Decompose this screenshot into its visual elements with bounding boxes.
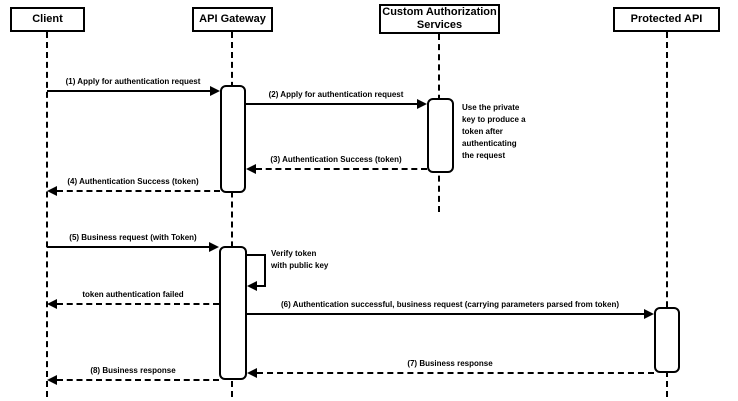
lifeline-api-gateway	[231, 32, 233, 397]
lifeline-protected-api	[666, 32, 668, 397]
participant-protected-api: Protected API	[613, 7, 720, 32]
self-message-label: Verify token with public key	[271, 249, 329, 270]
message-4-arrowhead-icon	[47, 186, 57, 196]
self-message-bottom-line	[255, 285, 266, 287]
self-message-right-line	[264, 254, 266, 287]
note-private-key: Use the private key to produce a token a…	[462, 103, 526, 160]
message-5-line	[47, 246, 209, 248]
message-token-failed-arrowhead-icon	[47, 299, 57, 309]
message-7-label: (7) Business response	[407, 359, 493, 368]
participant-api-gateway: API Gateway	[192, 7, 273, 32]
message-2-line	[246, 103, 417, 105]
message-3-arrowhead-icon	[246, 164, 256, 174]
message-2-arrowhead-icon	[417, 99, 427, 109]
message-6-line	[247, 313, 644, 315]
message-3-line	[256, 168, 427, 170]
message-2-label: (2) Apply for authentication request	[268, 90, 404, 99]
message-4-line	[57, 190, 220, 192]
message-8-arrowhead-icon	[47, 375, 57, 385]
message-7-line	[257, 372, 654, 374]
message-1-line	[47, 90, 210, 92]
message-token-failed-label: token authentication failed	[82, 290, 184, 299]
participant-custom-authorization-services: Custom Authorization Services	[379, 4, 500, 34]
self-message-top-line	[246, 254, 266, 256]
message-8-label: (8) Business response	[90, 366, 176, 375]
message-3-label: (3) Authentication Success (token)	[270, 155, 402, 164]
message-1-label: (1) Apply for authentication request	[65, 77, 201, 86]
activation-custom-authorization-services	[427, 98, 454, 173]
participant-client: Client	[10, 7, 85, 32]
message-8-line	[57, 379, 219, 381]
message-6-arrowhead-icon	[644, 309, 654, 319]
message-7-arrowhead-icon	[247, 368, 257, 378]
message-6-label: (6) Authentication successful, business …	[280, 300, 620, 309]
activation-api-gateway-business	[219, 246, 247, 380]
activation-protected-api	[654, 307, 680, 373]
message-5-arrowhead-icon	[209, 242, 219, 252]
message-4-label: (4) Authentication Success (token)	[67, 177, 199, 186]
message-5-label: (5) Business request (with Token)	[69, 233, 197, 242]
message-token-failed-line	[57, 303, 219, 305]
lifeline-client	[46, 32, 48, 397]
self-message-arrowhead-icon	[247, 281, 257, 291]
message-1-arrowhead-icon	[210, 86, 220, 96]
activation-api-gateway-auth	[220, 85, 246, 193]
